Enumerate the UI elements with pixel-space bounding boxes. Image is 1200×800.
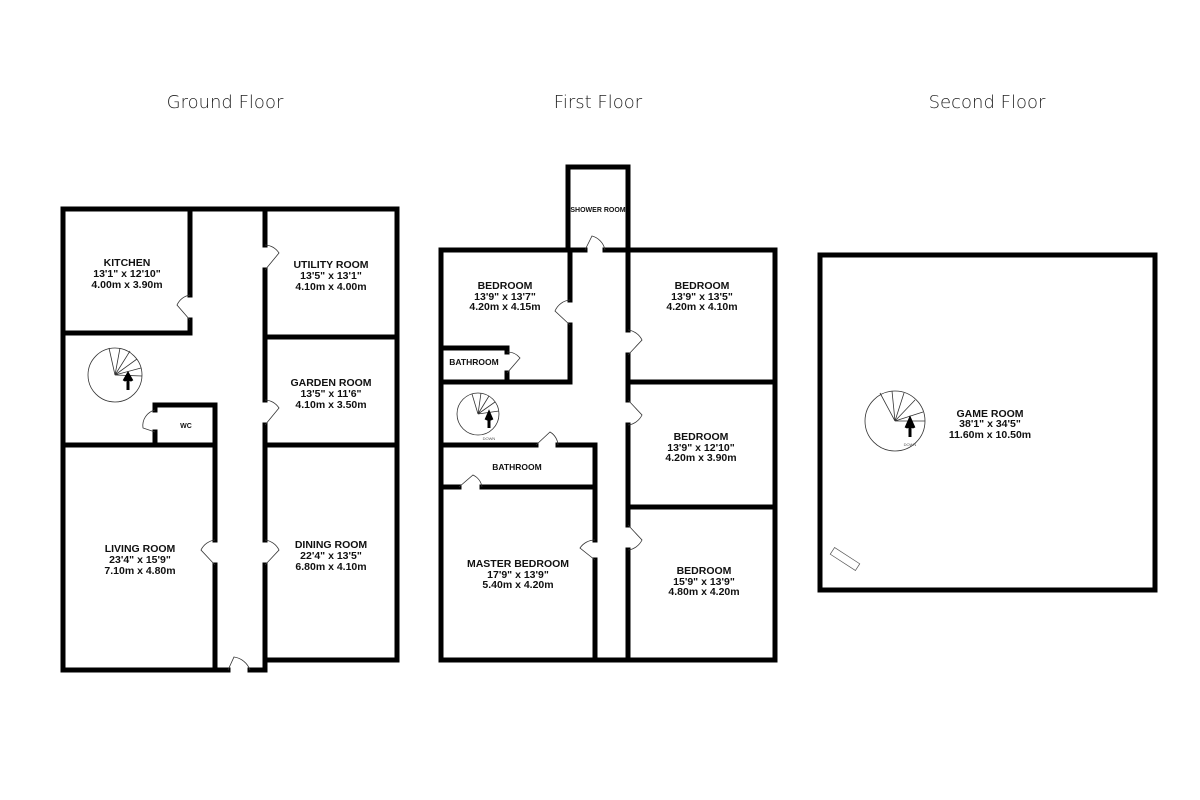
svg-text:GARDEN ROOM: GARDEN ROOM xyxy=(290,377,371,389)
svg-text:KITCHEN: KITCHEN xyxy=(104,257,151,269)
wc-label: WC xyxy=(180,423,192,430)
svg-text:4.10m x 4.00m: 4.10m x 4.00m xyxy=(295,281,366,293)
bathroom-2-label: BATHROOM xyxy=(492,462,541,472)
svg-text:4.20m x 4.10m: 4.20m x 4.10m xyxy=(666,301,737,313)
svg-text:BEDROOM: BEDROOM xyxy=(675,280,730,292)
second-floor-title: Second Floor xyxy=(929,92,1046,113)
svg-text:13'9" x 13'7": 13'9" x 13'7" xyxy=(474,291,536,303)
ground-floor-walls xyxy=(60,206,400,673)
svg-text:MASTER BEDROOM: MASTER BEDROOM xyxy=(467,558,569,570)
first-floor-doors xyxy=(458,235,643,561)
svg-text:13'9" x 12'10": 13'9" x 12'10" xyxy=(667,442,735,454)
second-floor-spiral-stair-icon: DOWN xyxy=(864,390,926,452)
svg-text:BEDROOM: BEDROOM xyxy=(674,431,729,443)
dining-room-label: DINING ROOM 22'4" x 13'5" 6.80m x 4.10m xyxy=(295,539,368,573)
svg-text:4.80m x 4.20m: 4.80m x 4.20m xyxy=(668,586,739,598)
svg-text:15'9" x 13'9": 15'9" x 13'9" xyxy=(673,576,735,588)
ground-floor-doors xyxy=(142,244,280,671)
svg-text:38'1" x 34'5": 38'1" x 34'5" xyxy=(959,418,1021,430)
garden-room-label: GARDEN ROOM 13'5" x 11'6" 4.10m x 3.50m xyxy=(290,377,371,411)
svg-text:DINING ROOM: DINING ROOM xyxy=(295,539,368,551)
svg-text:13'5" x 13'1": 13'5" x 13'1" xyxy=(300,270,362,282)
svg-text:LIVING ROOM: LIVING ROOM xyxy=(105,543,176,555)
svg-text:GAME ROOM: GAME ROOM xyxy=(956,408,1023,420)
svg-text:11.60m x 10.50m: 11.60m x 10.50m xyxy=(949,429,1031,441)
svg-text:4.00m x 3.90m: 4.00m x 3.90m xyxy=(91,279,162,291)
game-room-label: GAME ROOM 38'1" x 34'5" 11.60m x 10.50m xyxy=(949,408,1031,441)
utility-room-label: UTILITY ROOM 13'5" x 13'1" 4.10m x 4.00m xyxy=(293,259,368,293)
svg-text:23'4" x 15'9": 23'4" x 15'9" xyxy=(109,554,171,566)
second-floor-walls xyxy=(817,252,1158,593)
first-floor-spiral-stair-icon: DOWN xyxy=(456,392,500,441)
svg-text:5.40m x 4.20m: 5.40m x 4.20m xyxy=(482,579,553,591)
bathroom-1-label: BATHROOM xyxy=(449,357,498,367)
bedroom-2-label: BEDROOM 13'9" x 13'5" 4.20m x 4.10m xyxy=(666,280,737,313)
bedroom-4-label: BEDROOM 15'9" x 13'9" 4.80m x 4.20m xyxy=(668,565,739,598)
svg-text:13'1" x 12'10": 13'1" x 12'10" xyxy=(93,268,161,280)
first-floor-walls xyxy=(438,164,778,663)
ground-floor-title: Ground Floor xyxy=(167,92,284,113)
stair-down-label: DOWN xyxy=(904,442,917,447)
master-bedroom-label: MASTER BEDROOM 17'9" x 13'9" 5.40m x 4.2… xyxy=(467,558,569,591)
svg-text:4.20m x 3.90m: 4.20m x 3.90m xyxy=(665,452,736,464)
svg-text:BEDROOM: BEDROOM xyxy=(677,565,732,577)
shower-room-label: SHOWER ROOM xyxy=(570,207,625,214)
svg-text:BEDROOM: BEDROOM xyxy=(478,280,533,292)
ground-floor-spiral-stair-icon xyxy=(87,347,143,403)
svg-text:13'9" x 13'5": 13'9" x 13'5" xyxy=(671,291,733,303)
living-room-label: LIVING ROOM 23'4" x 15'9" 7.10m x 4.80m xyxy=(104,543,175,577)
bedroom-3-label: BEDROOM 13'9" x 12'10" 4.20m x 3.90m xyxy=(665,431,736,464)
svg-text:7.10m x 4.80m: 7.10m x 4.80m xyxy=(104,565,175,577)
kitchen-label: KITCHEN 13'1" x 12'10" 4.00m x 3.90m xyxy=(91,257,162,291)
radiator-icon xyxy=(829,546,861,572)
stair-down-label: DOWN xyxy=(483,436,496,441)
svg-text:4.20m x 4.15m: 4.20m x 4.15m xyxy=(469,301,540,313)
first-floor-title: First Floor xyxy=(554,92,643,113)
svg-text:4.10m x 3.50m: 4.10m x 3.50m xyxy=(295,399,366,411)
svg-text:6.80m x 4.10m: 6.80m x 4.10m xyxy=(295,561,366,573)
bedroom-1-label: BEDROOM 13'9" x 13'7" 4.20m x 4.15m xyxy=(469,280,540,313)
svg-text:UTILITY ROOM: UTILITY ROOM xyxy=(293,259,368,271)
svg-text:17'9" x 13'9": 17'9" x 13'9" xyxy=(487,569,549,581)
svg-text:13'5" x 11'6": 13'5" x 11'6" xyxy=(300,388,361,400)
svg-text:22'4" x 13'5": 22'4" x 13'5" xyxy=(300,550,362,562)
